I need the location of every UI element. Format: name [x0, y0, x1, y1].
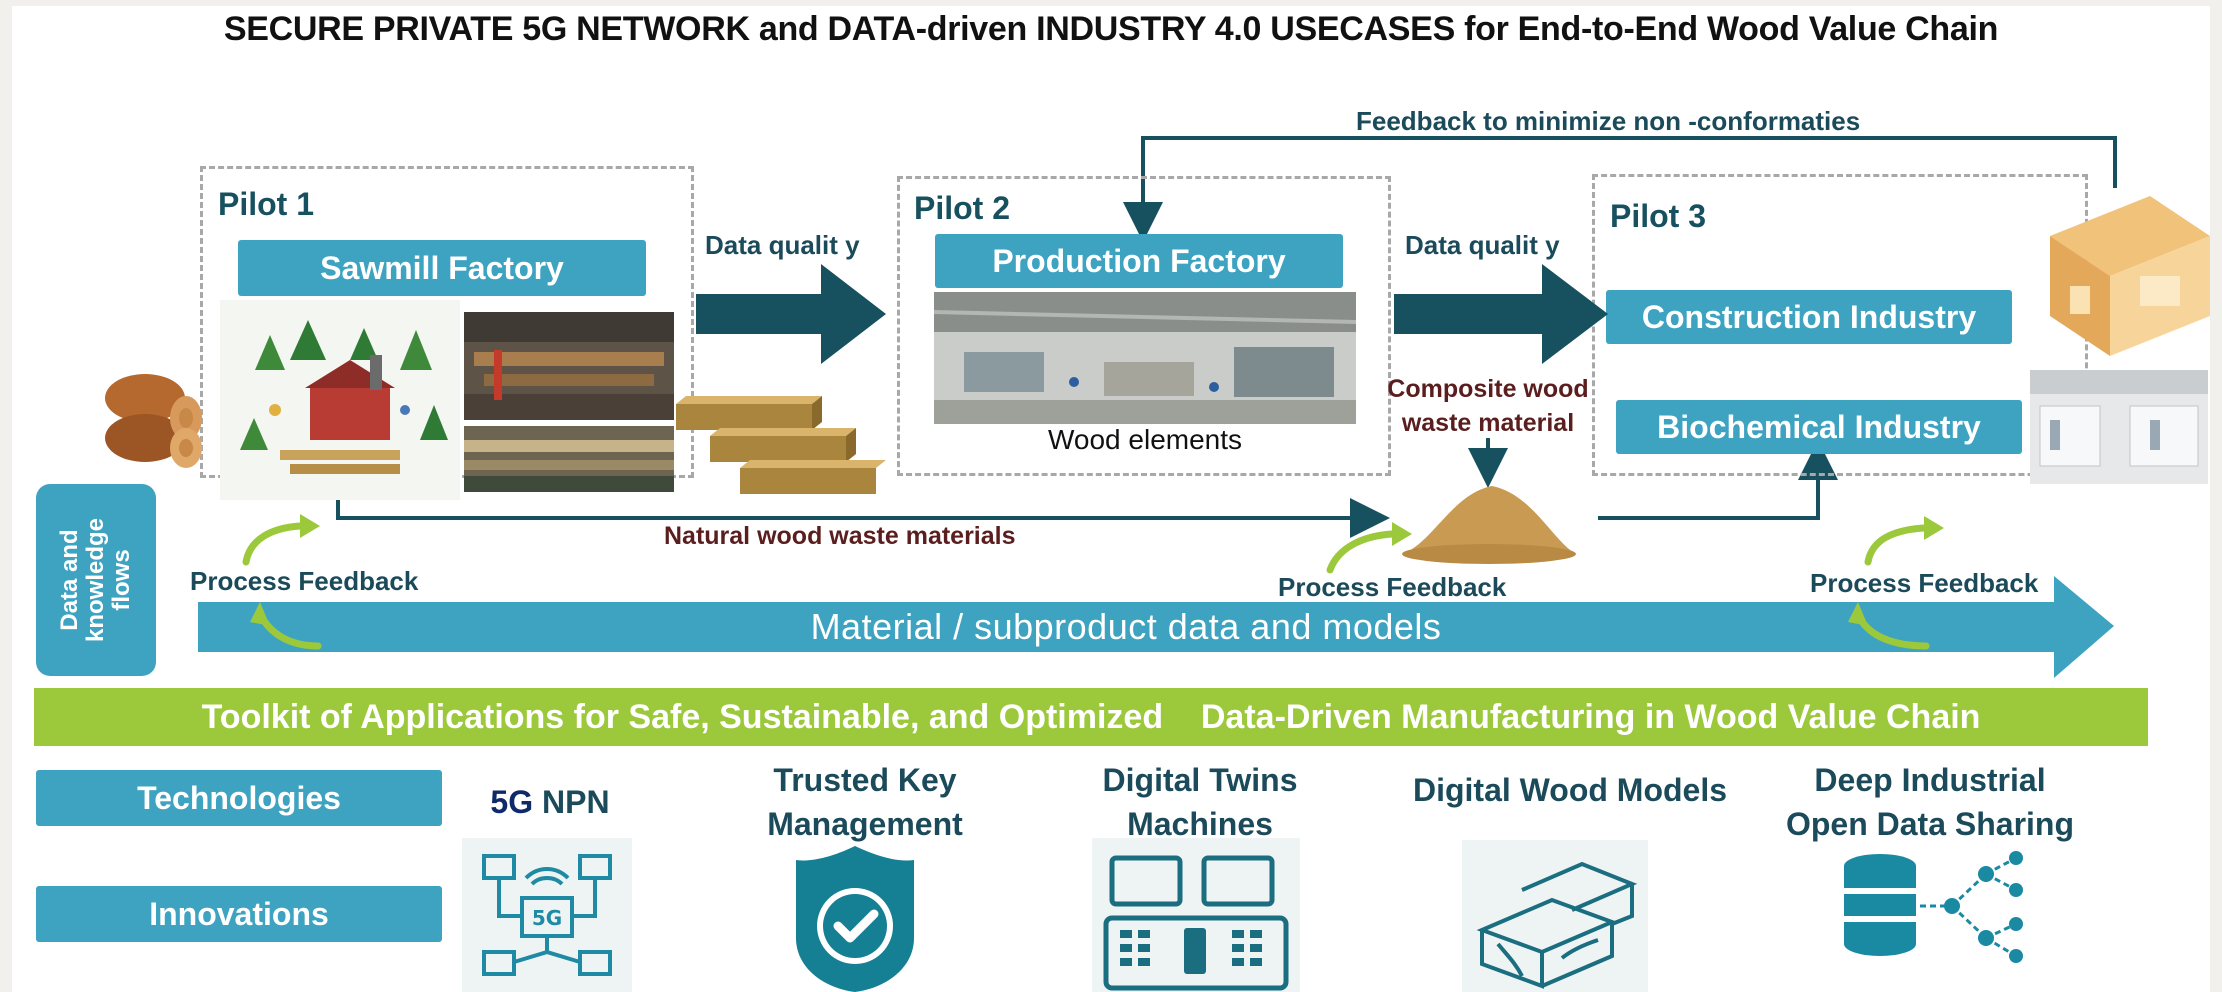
material-bar-label: Material / subproduct data and models — [810, 606, 1442, 647]
shield-check-icon — [796, 846, 914, 992]
tech-label-digital-twins: Digital Twins Machines — [1102, 762, 1298, 842]
feedback-loop-label: Feedback to minimize non -conformaties — [1356, 106, 1861, 136]
diagram-title: SECURE PRIVATE 5G NETWORK and DATA-drive… — [223, 10, 1999, 48]
tech-5g-prefix: 5G — [490, 784, 534, 820]
svg-text:5G: 5G — [532, 906, 562, 930]
natural-waste-line — [336, 498, 1390, 538]
production-factory-box: Production Factory — [935, 234, 1343, 288]
feedback-loop-line — [1123, 136, 2117, 242]
pilot-1-label: Pilot 1 — [218, 186, 315, 222]
wood-planks-icon — [1462, 840, 1648, 992]
database-network-icon — [1844, 851, 2023, 963]
composite-label-line-1: Composite wood — [1387, 375, 1589, 403]
process-feedback-label-1: Process Feedback — [190, 566, 419, 596]
data-quality-arrow-1 — [696, 264, 886, 364]
sawmill-interior-photo — [464, 312, 674, 420]
log-processing-photo — [464, 426, 674, 492]
data-quality-label-1: Data qualit y — [705, 230, 860, 260]
natural-waste-label: Natural wood waste materials — [664, 522, 1016, 550]
logs-illustration — [105, 374, 202, 468]
pilot-3-label: Pilot 3 — [1610, 198, 1707, 234]
pilot-2-label: Pilot 2 — [914, 190, 1011, 226]
production-factory-photo — [934, 292, 1356, 424]
toolkit-bar: Toolkit of Applications for Safe, Sustai… — [34, 688, 2148, 746]
sawdust-to-biochemical-line — [1598, 440, 1838, 520]
5g-network-icon: 5G — [462, 838, 632, 992]
tech-5g-name: NPN — [542, 784, 610, 820]
tech-label-data-sharing: Deep Industrial Open Data Sharing — [1785, 762, 2075, 842]
technologies-label-box: Technologies — [36, 770, 442, 826]
sawdust-pile-illustration — [1402, 486, 1576, 564]
material-data-arrow — [198, 576, 2114, 678]
biochemical-industry-box: Biochemical Industry — [1616, 400, 2022, 454]
wood-planks-illustration — [676, 396, 886, 494]
composite-label-line-2: waste material — [1401, 409, 1575, 437]
composite-wood-label: Composite wood waste material — [1372, 372, 1604, 440]
construction-house-illustration — [2050, 196, 2210, 356]
tech-label-5g-npn: 5G NPN — [440, 780, 660, 824]
biochemical-lab-photo — [2030, 370, 2208, 484]
construction-industry-box: Construction Industry — [1606, 290, 2012, 344]
wood-elements-caption: Wood elements — [1047, 424, 1243, 455]
sawmill-factory-box: Sawmill Factory — [238, 240, 646, 296]
pilot-2-box — [897, 176, 1391, 476]
sawmill-illustration — [220, 300, 460, 500]
control-panel-icon — [1092, 838, 1300, 992]
data-quality-label-2: Data qualit y — [1405, 230, 1560, 260]
tech-label-digital-wood: Digital Wood Models — [1412, 772, 1728, 808]
data-quality-arrow-2 — [1394, 264, 1608, 364]
tech-label-trusted-key: Trusted Key Management — [767, 762, 963, 842]
process-feedback-label-2: Process Feedback — [1278, 572, 1507, 602]
knowledge-flows-box: Data and knowledge flows — [36, 484, 156, 676]
process-feedback-label-3: Process Feedback — [1810, 568, 2039, 598]
innovations-label-box: Innovations — [36, 886, 442, 942]
